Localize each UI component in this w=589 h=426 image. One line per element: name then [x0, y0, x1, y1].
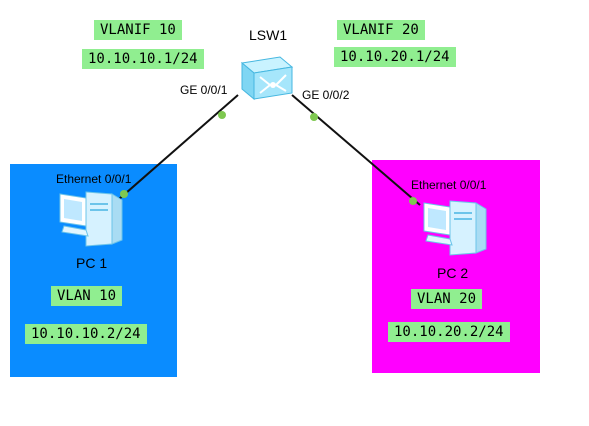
pc2-name: PC 2: [437, 265, 469, 281]
port-dot-ge001: [218, 111, 226, 119]
pc-icon[interactable]: [416, 197, 492, 259]
vlanif10-label: VLANIF 10: [94, 20, 182, 40]
port-dot-pc2: [409, 197, 417, 205]
pc1-ip: 10.10.10.2/24: [25, 324, 147, 344]
switch-icon[interactable]: [236, 53, 294, 103]
pc2-ip: 10.10.20.2/24: [388, 322, 510, 342]
port-dot-ge002: [310, 113, 318, 121]
port-dot-pc1: [120, 190, 128, 198]
pc2-vlan: VLAN 20: [411, 289, 483, 309]
pc1-name: PC 1: [76, 255, 108, 271]
pc-icon[interactable]: [52, 188, 128, 250]
switch-name: LSW1: [249, 27, 288, 43]
link-lsw1-pc2: [291, 94, 421, 206]
link-lsw1-pc1: [117, 94, 239, 201]
vlanif20-label: VLANIF 20: [337, 20, 425, 40]
vlanif20-ip: 10.10.20.1/24: [334, 47, 456, 67]
pc1-vlan: VLAN 10: [51, 286, 123, 306]
pc1-port-label: Ethernet 0/0/1: [56, 172, 132, 186]
port-label-ge002: GE 0/0/2: [302, 88, 350, 102]
port-label-ge001: GE 0/0/1: [180, 83, 228, 97]
vlanif10-ip: 10.10.10.1/24: [82, 49, 204, 69]
pc2-port-label: Ethernet 0/0/1: [411, 178, 487, 192]
